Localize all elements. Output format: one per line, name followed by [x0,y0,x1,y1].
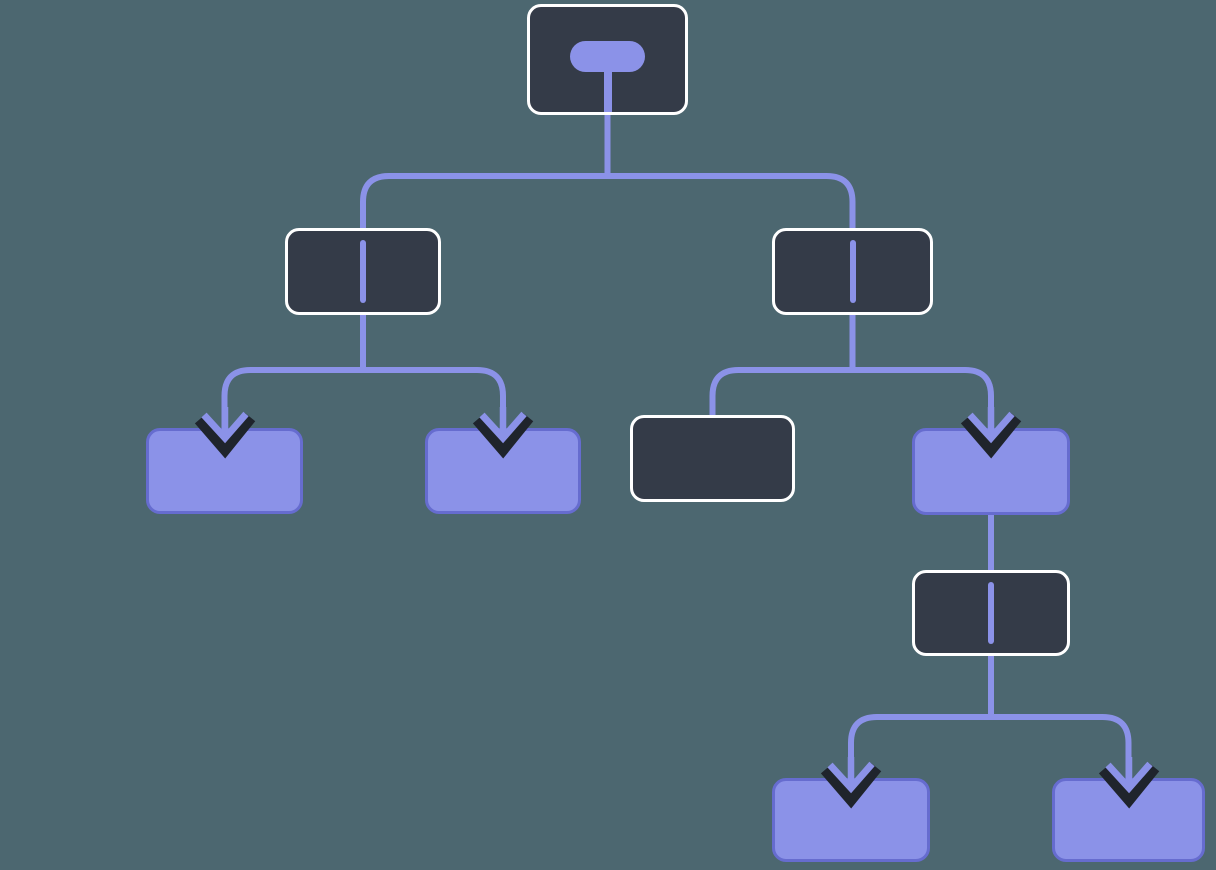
node-collapsed[interactable] [630,415,795,502]
node-leaf-5[interactable] [1052,757,1205,862]
vertical-line-icon [360,240,366,303]
node-root[interactable] [527,4,688,115]
node-leaf-3[interactable] [912,407,1070,515]
vertical-line-icon [849,240,856,303]
pill-stem-icon [570,41,645,72]
pill-stem-icon [603,69,612,112]
node-leaf-1[interactable] [146,407,303,514]
node-branch-left[interactable] [285,228,441,315]
node-pass-through[interactable] [912,570,1070,656]
edge-root-split [360,173,856,230]
vertical-line-icon [988,582,994,644]
node-leaf-2[interactable] [425,407,581,514]
edge-branch-left-split [221,367,506,433]
edge-branch-right-split [709,367,994,433]
node-leaf-4[interactable] [772,757,930,862]
node-branch-right[interactable] [772,228,933,315]
edge-pass-split [848,714,1132,781]
